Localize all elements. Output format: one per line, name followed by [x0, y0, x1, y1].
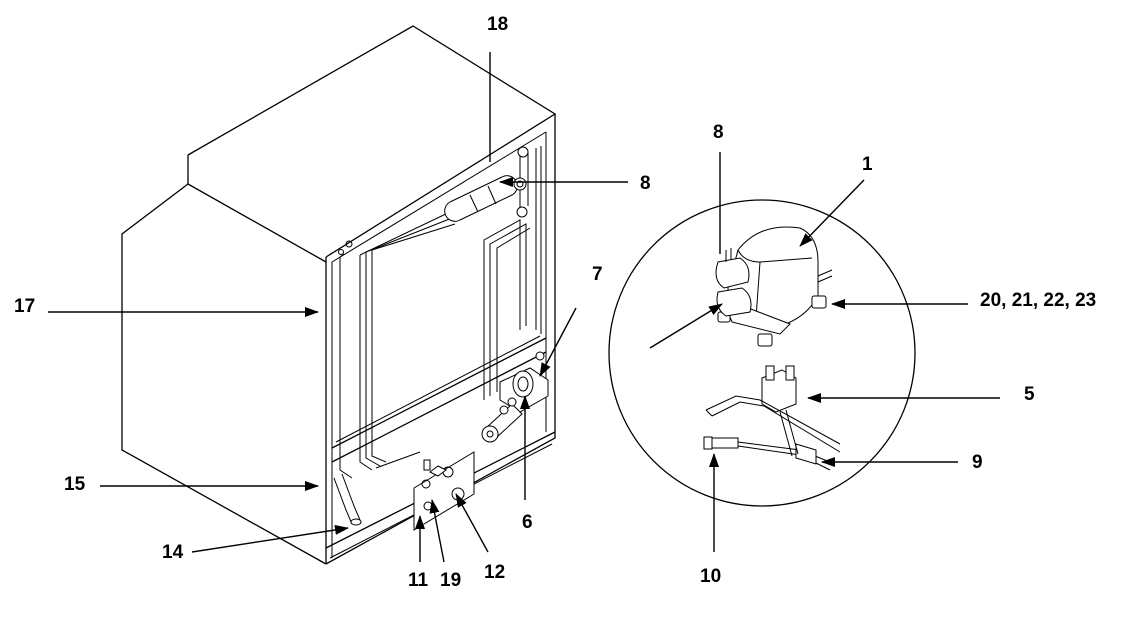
- callout-1: 1: [862, 154, 873, 175]
- callout-14: 14: [162, 542, 184, 563]
- leader-14: [191, 525, 349, 553]
- leader-lines: [48, 52, 1000, 563]
- callout-6: 6: [522, 512, 533, 533]
- detail-view: [608, 199, 916, 507]
- leader-accumulator: [649, 303, 723, 349]
- leader-1: [799, 179, 865, 247]
- valve-assembly: [481, 351, 549, 443]
- callout-12: 12: [484, 562, 505, 583]
- callout-19: 19: [440, 570, 461, 591]
- leader-12: [455, 493, 489, 553]
- callout-8-detail: 8: [713, 122, 724, 143]
- drain-bracket: [333, 451, 475, 531]
- callout-18: 18: [487, 14, 508, 35]
- callout-5: 5: [1024, 384, 1035, 405]
- leader-7: [539, 307, 577, 377]
- callout-20-23: 20, 21, 22, 23: [980, 290, 1096, 311]
- callout-8-top: 8: [640, 173, 651, 194]
- filter-drier: [444, 175, 527, 222]
- callout-10: 10: [700, 566, 721, 587]
- callout-9: 9: [972, 452, 983, 473]
- callout-7: 7: [592, 264, 603, 285]
- callout-17: 17: [14, 296, 35, 317]
- condenser-coil: [339, 146, 542, 479]
- callout-labels: 18 8 17 7 15 14 6 11 19 12 8 1 20, 21, 2…: [14, 14, 1096, 591]
- callout-15: 15: [64, 474, 86, 495]
- callout-11: 11: [408, 570, 429, 591]
- leader-19: [429, 499, 445, 563]
